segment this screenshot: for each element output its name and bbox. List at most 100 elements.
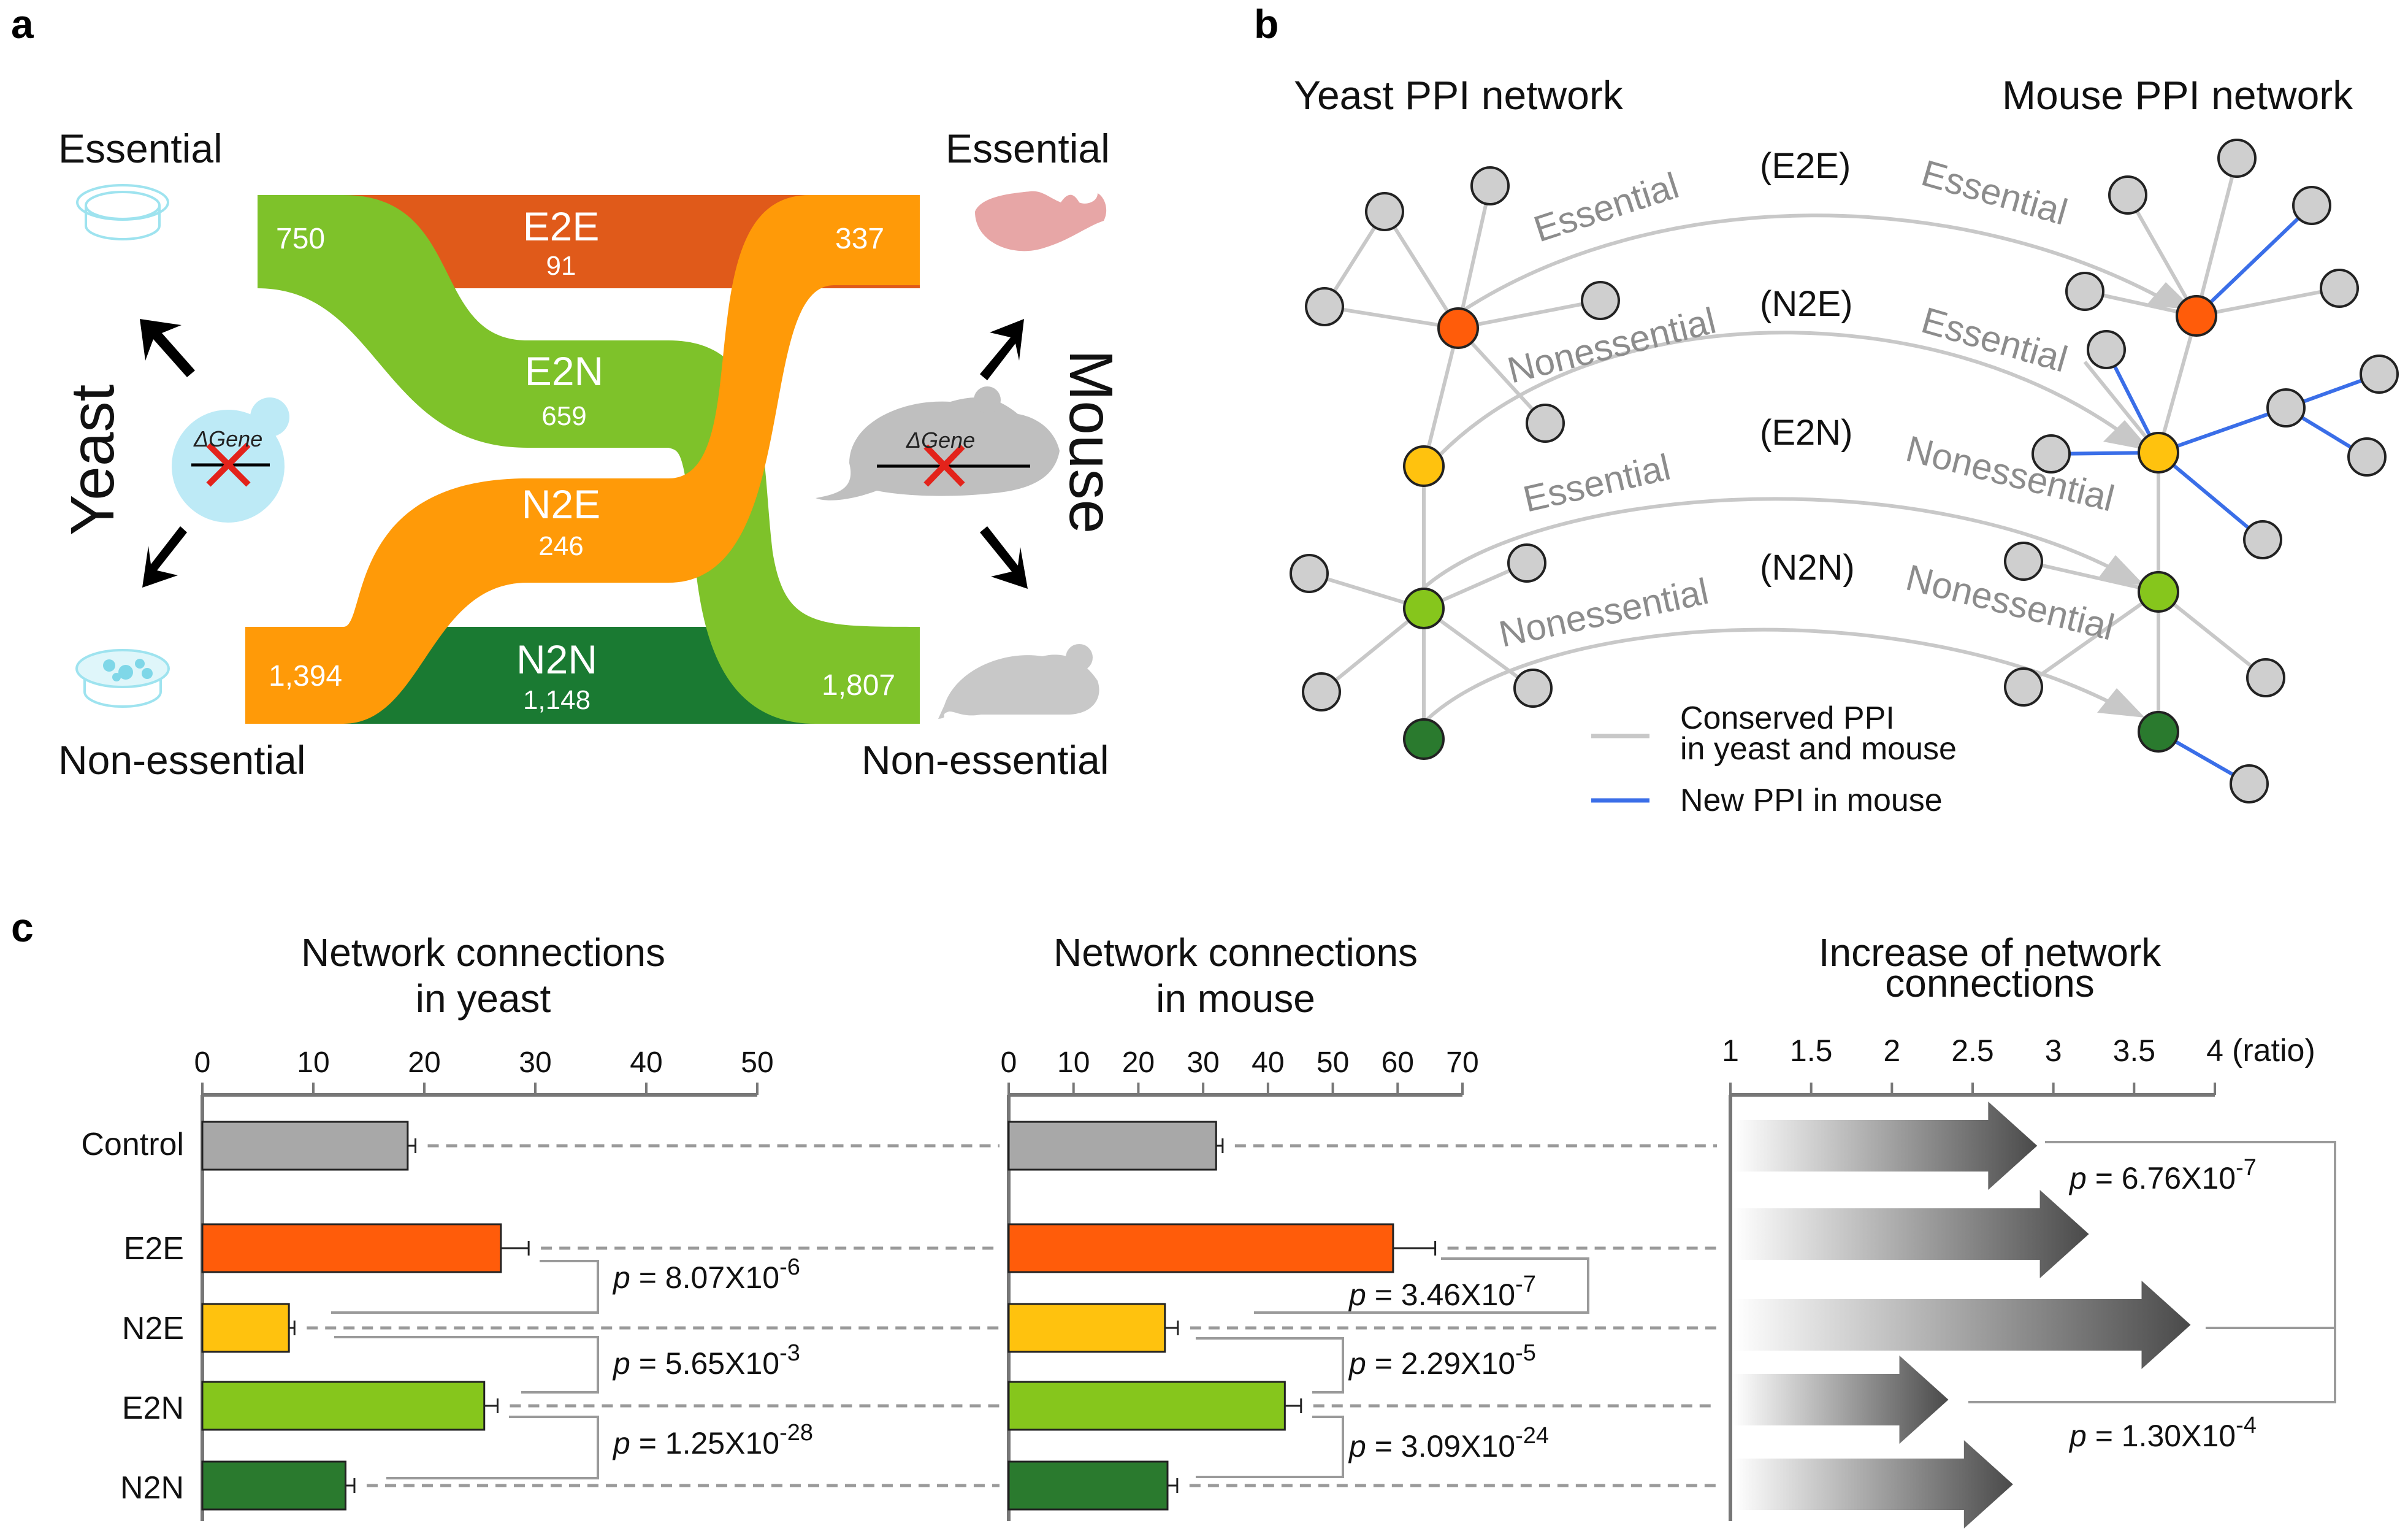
flow-count-n2n: 1,148 (523, 685, 591, 715)
arrow-e2e-code: (E2E) (1760, 146, 1851, 186)
node (1290, 554, 1329, 593)
chart3-title-line2: connections (1885, 961, 2095, 1005)
node (2108, 175, 2147, 215)
yeast-network-title: Yeast PPI network (1294, 72, 1624, 118)
flow-count-n2e: 246 (538, 531, 583, 561)
bar-n2n (201, 1460, 346, 1511)
node (1513, 669, 1553, 708)
node (2032, 434, 2071, 474)
arrow-n2e (1439, 331, 2135, 456)
node-n2n (2138, 711, 2179, 753)
node (2320, 269, 2359, 308)
node-n2e (2138, 432, 2179, 474)
panel-b-label: b (1254, 1, 1279, 47)
x-tick-label: 50 (1317, 1046, 1349, 1079)
yeast-delta-gene: ΔGene (193, 426, 262, 451)
bar-e2n (201, 1381, 486, 1431)
mouse-nonessential-total: 1,807 (822, 669, 895, 702)
x-tick-label: 2.5 (1951, 1034, 1994, 1068)
yeast-essential-total: 750 (276, 223, 325, 255)
ratio-arrow-n2e (1733, 1281, 2191, 1369)
panel-a: a E2E 91 E2N 659 N2E 246 N2N 1,148 750 3… (11, 1, 1125, 783)
mouse-delta-gene: ΔGene (906, 428, 975, 453)
node (2230, 764, 2269, 803)
ratio-arrow-control (1733, 1102, 2038, 1190)
flow-label-e2e: E2E (523, 204, 600, 249)
node (1507, 543, 1546, 583)
mouse-essential-label: Essential (946, 126, 1110, 171)
x-tick-label: 1 (1722, 1034, 1739, 1068)
chart1-pvalue-1: p = 8.07X10-6 (612, 1254, 800, 1295)
chart1-title-line1: Network connections (301, 930, 665, 975)
node (1470, 166, 1510, 205)
flow-label-n2e: N2E (522, 481, 600, 527)
x-tick-label: 2 (1883, 1034, 1900, 1068)
node (1302, 672, 1341, 711)
sankey-diagram: E2E 91 E2N 659 N2E 246 N2N 1,148 750 337… (245, 195, 920, 724)
x-tick-label: 70 (1446, 1046, 1478, 1079)
flow-count-e2e: 91 (546, 251, 576, 281)
x-tick-label: 0 (1001, 1046, 1017, 1079)
yeast-label: Yeast (58, 385, 127, 536)
bar-e2e (1007, 1223, 1394, 1273)
yeast-cell-icon (172, 397, 289, 523)
mouse-nonessential-label: Non-essential (862, 737, 1109, 783)
bar-e2n (1007, 1381, 1286, 1431)
node (2266, 388, 2306, 428)
chart2-pvalue-1: p = 3.46X10-7 (1348, 1271, 1536, 1312)
network-legend: Conserved PPI in yeast and mouse New PPI… (1591, 700, 1957, 818)
bar-control (201, 1121, 409, 1171)
node (1581, 281, 1620, 320)
chart1-title-line2: in yeast (416, 976, 551, 1021)
bar-n2e (201, 1303, 290, 1353)
node-e2n (2138, 571, 2179, 613)
x-tick-label: 20 (408, 1046, 440, 1079)
x-tick-label: 4 (2206, 1034, 2223, 1068)
chart1-pvalue-2: p = 5.65X10-3 (612, 1340, 800, 1381)
arrow-e2e-from: Essential (1529, 164, 1683, 250)
bar-e2e (201, 1223, 502, 1273)
node (2004, 667, 2043, 707)
x-tick-label: 60 (1382, 1046, 1414, 1079)
node-n2n (1403, 718, 1445, 760)
panel-c-label: c (11, 905, 34, 950)
node (2065, 272, 2104, 311)
category-label-e2n: E2N (122, 1390, 184, 1426)
arrow-up-right-icon (980, 319, 1024, 380)
panel-b: b Yeast PPI network Mouse PPI network (1254, 1, 2399, 818)
yeast-essential-label: Essential (58, 126, 223, 171)
arrow-n2n-from: Nonessential (1496, 570, 1712, 655)
x-tick-label: 3.5 (2113, 1034, 2156, 1068)
category-label-n2e: N2E (122, 1311, 184, 1346)
node (1365, 192, 1404, 231)
panel-a-label: a (11, 1, 34, 47)
node (1526, 404, 1565, 443)
chart1-pvalue-3: p = 1.25X10-28 (612, 1420, 813, 1460)
category-label-e2e: E2E (124, 1231, 184, 1267)
mouse-embryo-icon (975, 191, 1107, 251)
arrow-down-left-icon (142, 526, 187, 588)
flow-label-n2n: N2N (516, 637, 597, 682)
node-n2e (1403, 445, 1445, 487)
arrow-e2n (1421, 497, 2129, 591)
node (2246, 658, 2285, 697)
adult-mouse-icon (938, 644, 1099, 719)
arrow-n2n (1421, 627, 2129, 726)
mouse-network-edges (2022, 158, 2380, 786)
x-tick-label: 30 (1187, 1046, 1219, 1079)
chart3-pvalue-1: p = 6.76X10-7 (2068, 1155, 2257, 1195)
knockout-mouse-icon (816, 386, 1060, 500)
yeast-nonessential-label: Non-essential (58, 737, 306, 783)
chart3-title-line1: Increase of network (1819, 930, 2162, 975)
arrow-e2n-code: (E2N) (1760, 413, 1852, 453)
yeast-network-nodes (1290, 166, 1620, 760)
flow-e2n (258, 195, 920, 724)
arrow-down-right-icon (980, 526, 1028, 589)
x-tick-label: 40 (1252, 1046, 1284, 1079)
arrow-n2e-code: (N2E) (1760, 284, 1852, 324)
arrow-e2e (1458, 213, 2178, 315)
x-tick-label: 1.5 (1790, 1034, 1833, 1068)
